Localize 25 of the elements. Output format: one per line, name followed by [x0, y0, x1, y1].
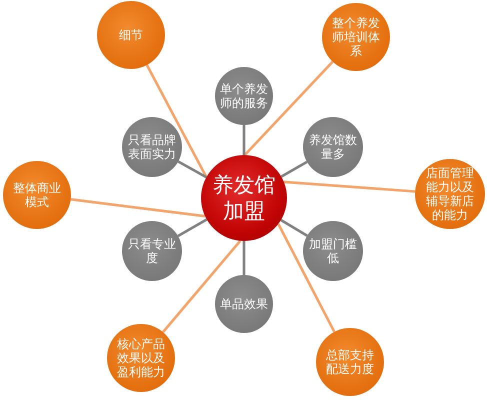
connector-line: [280, 160, 308, 178]
node-label: 养发馆数量多: [308, 132, 358, 162]
node-label: 整个养发师培训体系: [331, 16, 381, 58]
node-label: 养发馆加盟: [212, 172, 276, 224]
node-label: 总部支持配送力度: [325, 348, 375, 376]
connector-line: [162, 240, 242, 333]
connector-line: [242, 241, 246, 275]
node-label: 店面管理能力以及辅导新店的能力: [425, 166, 475, 222]
connector-line: [177, 218, 208, 238]
node-label: 细节: [118, 28, 144, 42]
node-label: 单个养发师的服务: [219, 82, 269, 110]
node-label: 核心产品效果以及盈利能力: [116, 336, 166, 380]
node-label: 只看专业度: [127, 236, 177, 266]
connector-line: [284, 180, 416, 193]
node-label: 加盟门槛低: [308, 236, 358, 266]
connector-line: [280, 218, 308, 237]
connector-line: [178, 160, 208, 178]
connector-line: [277, 223, 336, 332]
node-label: 单品效果: [219, 296, 269, 312]
connector-line: [244, 60, 334, 156]
connector-line: [70, 198, 206, 218]
connector-line: [242, 125, 246, 155]
connector-line: [146, 64, 208, 178]
node-label: 整体商业模式: [12, 180, 62, 210]
node-label: 只看品牌表面实力: [127, 132, 177, 162]
